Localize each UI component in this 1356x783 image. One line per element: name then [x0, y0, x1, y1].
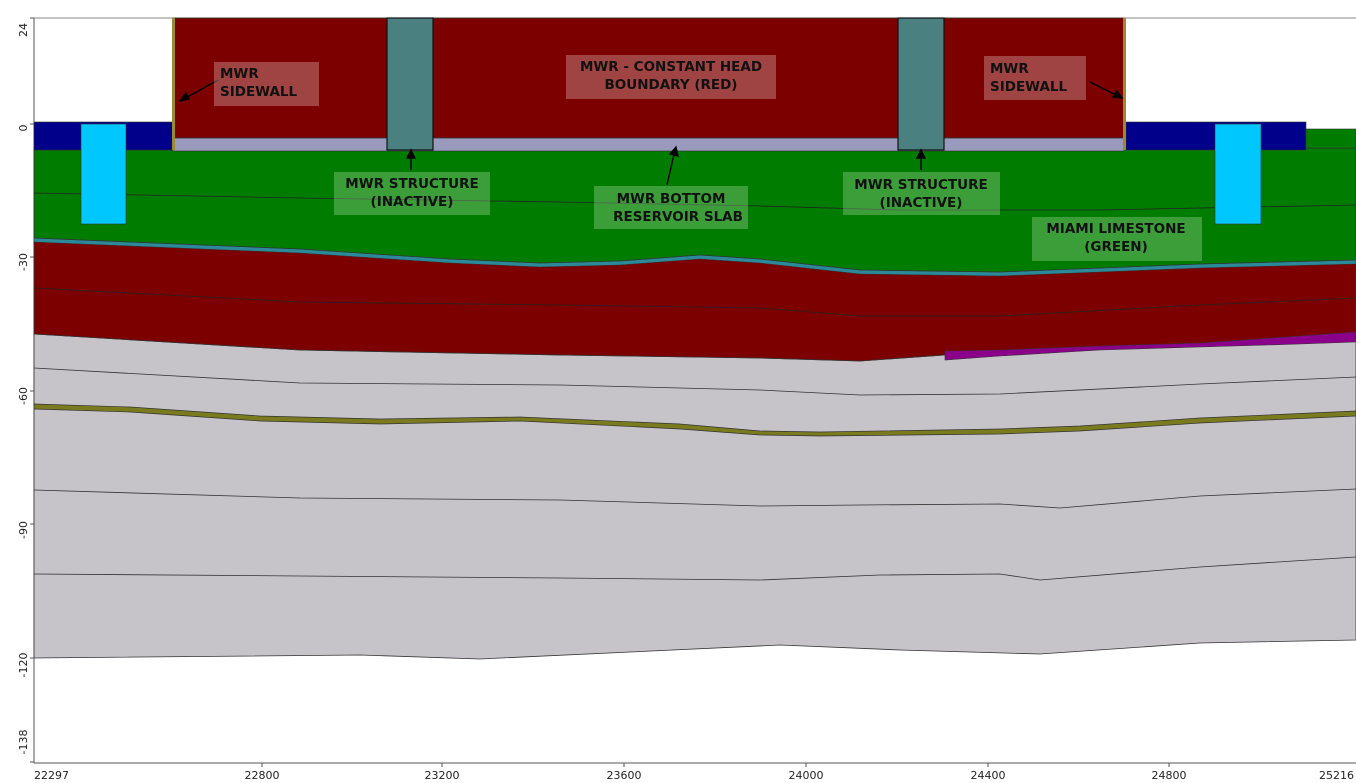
dark-red-inner-line — [33, 287, 1356, 317]
callout-box-constant-head — [566, 55, 776, 99]
y-tick-0: 0 — [17, 125, 30, 132]
callout-constant-head-line2: BOUNDARY (RED) — [605, 77, 738, 93]
callout-box-structure-left — [334, 172, 490, 215]
callout-bottom-slab-line1: MWR BOTTOM — [617, 191, 726, 207]
sidewall-left — [172, 18, 175, 150]
limestone-inner-line — [33, 192, 1356, 211]
callout-sidewall-left-line2: SIDEWALL — [220, 84, 298, 100]
arrow-structure-right-head — [915, 148, 927, 159]
olive-thin-layer — [33, 403, 1356, 437]
arrow-structure-left-head — [405, 148, 417, 159]
callout-sidewall-right-line2: SIDEWALL — [990, 79, 1068, 95]
x-tick-23600: 23600 — [607, 769, 642, 782]
x-tick-25216: 25216 — [1319, 769, 1354, 782]
callout-bottom-slab-line2: RESERVOIR SLAB — [613, 209, 743, 225]
arrow-bottom-slab-head — [668, 145, 679, 157]
callout-box-bottom-slab — [594, 186, 748, 229]
callout-box-sidewall-right — [984, 56, 1086, 100]
reservoir-slab — [172, 136, 1125, 152]
grey-layer-line-2 — [33, 488, 1356, 509]
callout-sidewall-right-line1: MWR — [990, 61, 1029, 77]
y-tick-neg90: -90 — [17, 521, 30, 539]
callout-structure-right-line1: MWR STRUCTURE — [854, 177, 987, 193]
grey-layer-line-3 — [33, 556, 1356, 581]
callout-box-miami-limestone — [1032, 217, 1202, 261]
x-tick-23200: 23200 — [425, 769, 460, 782]
callout-constant-head-line1: MWR - CONSTANT HEAD — [580, 59, 762, 75]
structure-right — [897, 17, 945, 151]
cyan-well-right — [1214, 123, 1262, 225]
purple-lens — [944, 331, 1356, 361]
constant-head-boundary — [172, 17, 1125, 139]
x-tick-24800: 24800 — [1152, 769, 1187, 782]
callout-structure-left-line1: MWR STRUCTURE — [345, 176, 478, 192]
callout-box-structure-right — [843, 172, 1000, 215]
x-tick-marks — [261, 763, 1170, 767]
arrow-bottom-slab — [666, 149, 676, 186]
sidewall-right — [1123, 18, 1126, 150]
structure-left — [386, 17, 434, 151]
cyan-well-left — [80, 123, 127, 225]
x-tick-24400: 24400 — [971, 769, 1006, 782]
grey-layer-stack — [33, 333, 1356, 660]
y-tick-marks — [30, 17, 34, 763]
callout-structure-right-line2: (INACTIVE) — [880, 195, 963, 211]
callout-box-sidewall-left — [214, 62, 319, 106]
grey-layer-line-1 — [33, 367, 1356, 396]
green-block-right — [1305, 128, 1356, 149]
x-tick-22800: 22800 — [245, 769, 280, 782]
callout-structure-left-line2: (INACTIVE) — [371, 194, 454, 210]
y-tick-24: 24 — [17, 23, 30, 37]
y-tick-neg120: -120 — [17, 653, 30, 678]
arrow-sidewall-left-head — [178, 91, 191, 103]
x-tick-22297: 22297 — [34, 769, 69, 782]
callout-arrows — [178, 79, 1124, 186]
y-tick-neg30: -30 — [17, 253, 30, 271]
callout-sidewall-left-line1: MWR — [220, 66, 259, 82]
y-tick-neg138: -138 — [17, 730, 30, 755]
arrow-sidewall-right-head — [1111, 89, 1124, 99]
callout-miami-limestone-line2: (GREEN) — [1084, 239, 1148, 255]
x-tick-24000: 24000 — [789, 769, 824, 782]
miami-limestone-layer — [33, 147, 1356, 273]
y-tick-neg60: -60 — [17, 387, 30, 405]
callout-miami-limestone-line1: MIAMI LIMESTONE — [1046, 221, 1185, 237]
